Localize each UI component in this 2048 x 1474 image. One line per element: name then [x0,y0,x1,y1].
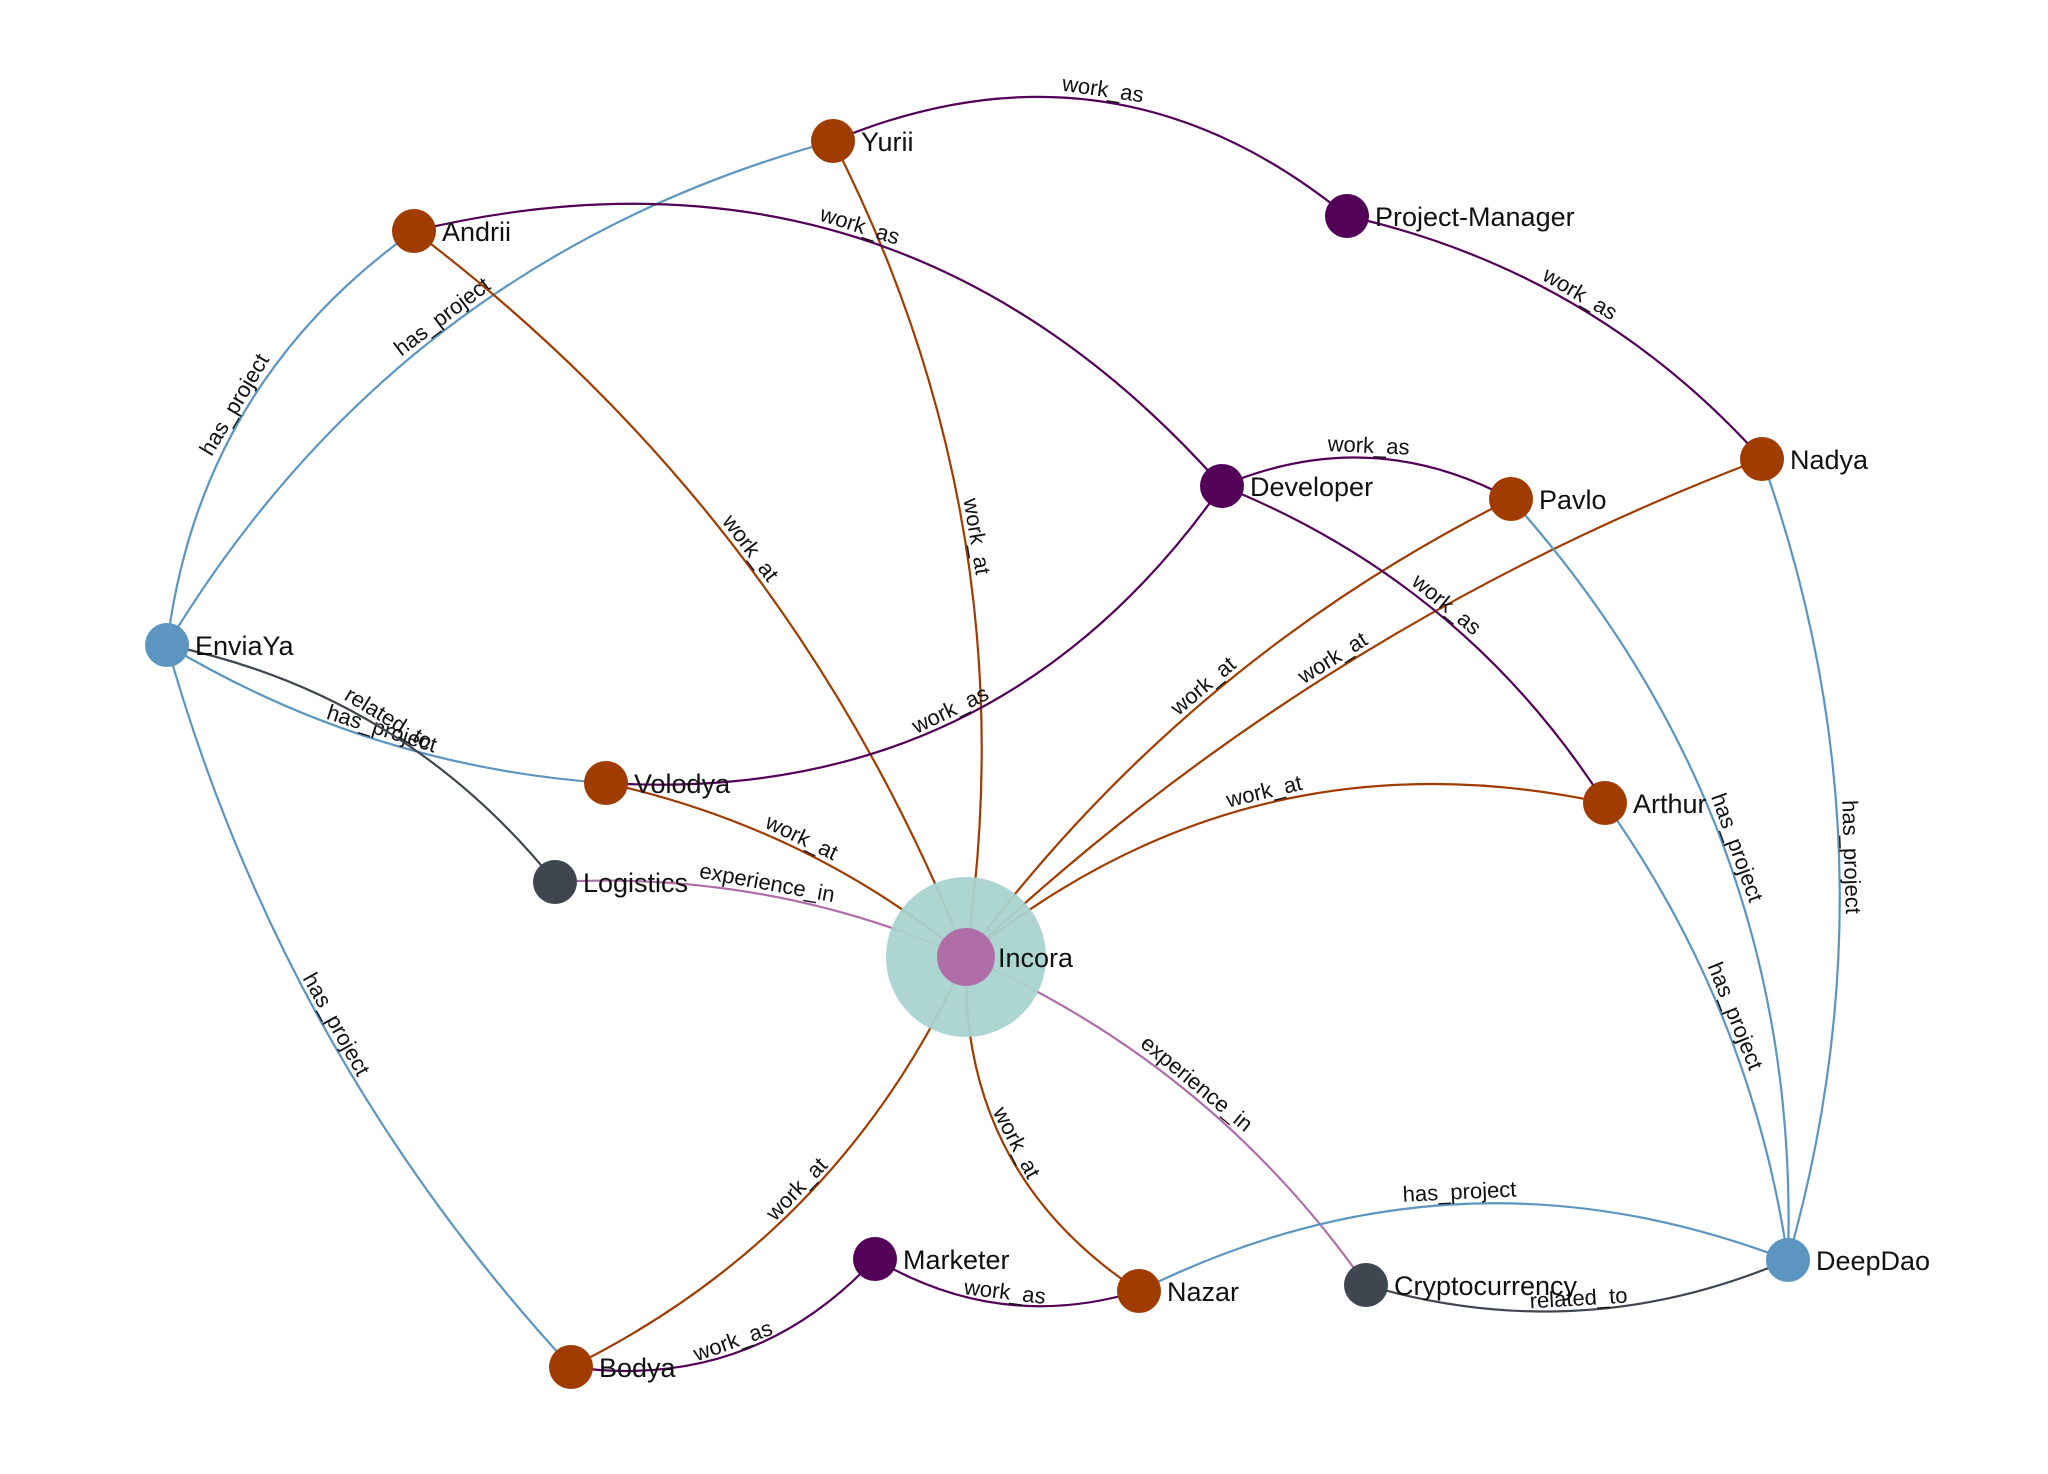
node-yurii[interactable] [811,119,855,163]
node-cryptocurrency[interactable] [1344,1263,1388,1307]
edge-enviaya-bodya [165,644,572,1368]
node-label-pavlo: Pavlo [1539,485,1607,515]
node-project-manager[interactable] [1325,194,1369,238]
node-label-incora: Incora [998,943,1074,973]
edge-label-volodya-incora: work_at [761,809,842,865]
node-volodya[interactable] [584,761,628,805]
edge-arthur-developer [1221,484,1606,804]
node-label-arthur: Arthur [1633,789,1707,819]
edge-label-deepdao-nazar: has_project [1402,1176,1517,1206]
edge-label-enviaya-bodya: has_project [298,968,375,1079]
edge-label-nadya-incora: work_at [1292,627,1371,690]
edge-label-bodya-marketer: work_as [689,1315,776,1366]
edge-label-enviaya-yurii: has_project [389,272,495,361]
edge-pavlo-developer [1221,456,1512,500]
edge-andrii-incora [413,230,968,958]
edge-andrii-developer [413,202,1223,487]
node-pavlo[interactable] [1489,477,1533,521]
edge-bodya-incora [570,956,968,1368]
edge-deepdao-nadya [1760,458,1841,1261]
node-enviaya[interactable] [145,623,189,667]
edge-enviaya-logistics [166,643,556,883]
node-label-project-manager: Project-Manager [1375,202,1575,232]
edge-label-enviaya-andrii: has_project [194,349,274,460]
edge-label-bodya-incora: work_at [760,1152,832,1226]
edge-label-nazar-incora: work_at [988,1102,1046,1183]
node-label-nadya: Nadya [1790,445,1869,475]
node-developer[interactable] [1200,464,1244,508]
edge-label-incora-logistics: experience_in [698,858,837,907]
node-incora[interactable] [937,928,995,986]
node-deepdao[interactable] [1766,1238,1810,1282]
edge-arthur-incora [965,782,1606,958]
edge-enviaya-andrii [165,230,415,646]
node-andrii[interactable] [392,209,436,253]
node-label-nazar: Nazar [1167,1277,1239,1307]
edge-label-nazar-marketer: work_as [962,1274,1047,1309]
edge-enviaya-volodya [166,644,607,785]
node-label-developer: Developer [1250,472,1373,502]
edge-volodya-developer [605,485,1223,786]
node-label-enviaya: EnviaYa [195,631,295,661]
edge-label-incora-cryptocurrency: experience_in [1136,1030,1258,1136]
edge-yurii-project-manager [832,95,1348,217]
edge-nadya-project-manager [1346,214,1763,460]
edge-yurii-incora [832,140,983,958]
edge-label-pavlo-incora: work_at [1165,651,1241,720]
edge-deepdao-pavlo [1510,498,1790,1261]
edge-deepdao-nazar [1138,1202,1789,1292]
edge-label-arthur-developer: work_as [1407,568,1487,640]
node-label-bodya: Bodya [599,1353,677,1383]
edge-label-andrii-developer: work_as [816,201,903,250]
edge-enviaya-yurii [166,139,834,646]
node-arthur[interactable] [1583,781,1627,825]
node-marketer[interactable] [853,1237,897,1281]
edge-bodya-marketer [570,1258,876,1373]
edge-nazar-marketer [874,1258,1140,1308]
edge-label-andrii-incora: work_at [717,509,784,586]
edge-label-pavlo-developer: work_as [1326,431,1410,460]
edge-label-deepdao-cryptocurrency: related_to [1529,1283,1628,1314]
node-label-cryptocurrency: Cryptocurrency [1394,1271,1578,1301]
node-label-volodya: Volodya [634,769,731,799]
node-logistics[interactable] [533,860,577,904]
edge-label-deepdao-arthur: has_project [1703,958,1768,1073]
edge-nadya-incora [965,457,1763,958]
edge-pavlo-incora [965,498,1512,958]
edge-label-arthur-incora: work_at [1223,770,1305,813]
node-label-andrii: Andrii [442,217,511,247]
node-label-marketer: Marketer [903,1245,1010,1275]
node-label-yurii: Yurii [861,127,914,157]
node-bodya[interactable] [549,1345,593,1389]
edge-deepdao-cryptocurrency [1365,1258,1789,1313]
edge-label-nadya-project-manager: work_as [1538,262,1622,326]
node-nadya[interactable] [1740,437,1784,481]
node-label-deepdao: DeepDao [1816,1246,1930,1276]
edge-label-deepdao-nadya: has_project [1837,800,1866,915]
edges-layer: work_aswork_athas_projectwork_aswork_ath… [165,71,1866,1373]
node-label-logistics: Logistics [583,868,688,898]
edge-deepdao-arthur [1604,802,1790,1261]
node-nazar[interactable] [1117,1269,1161,1313]
